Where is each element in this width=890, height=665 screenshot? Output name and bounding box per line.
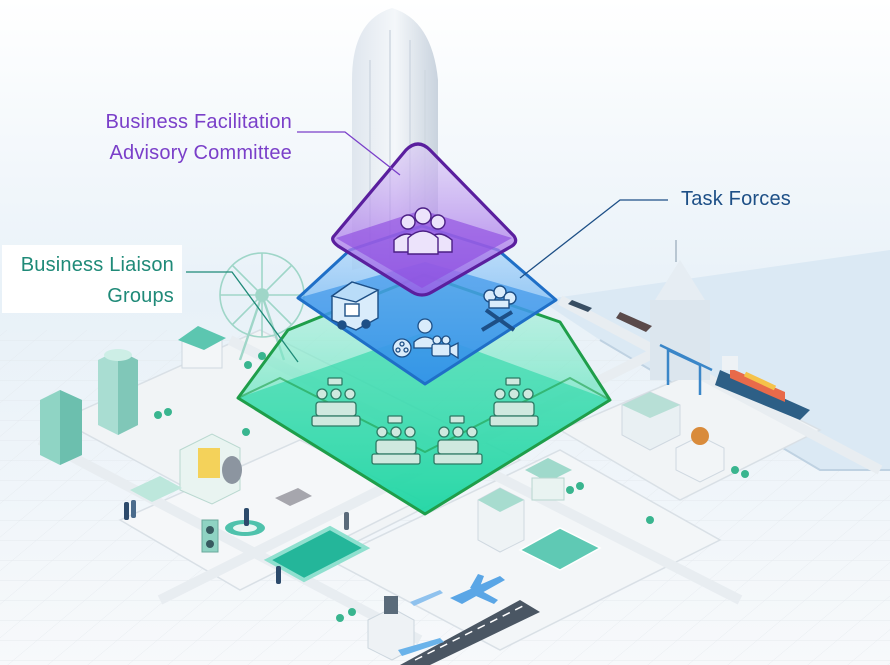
video-camera-icon — [431, 335, 459, 360]
trees — [154, 352, 749, 622]
people-group-icon — [393, 207, 453, 255]
meeting-group-icon — [433, 415, 483, 465]
market-stall — [178, 326, 226, 369]
leader-lines — [186, 131, 668, 363]
blg-label-line2: Groups — [107, 285, 174, 307]
chef-hat-utensils-icon — [480, 285, 517, 332]
fastfood-building — [675, 427, 725, 483]
people — [124, 500, 349, 584]
airplane — [410, 590, 443, 606]
control-tower — [367, 596, 415, 661]
bfac-label-line1: Business Facilitation — [105, 111, 292, 133]
film-reel-icon — [392, 338, 412, 358]
bfac-leader-line — [297, 131, 401, 176]
blg-label-line1: Business Liaison — [20, 254, 174, 276]
airplane — [450, 574, 505, 604]
bfac-label-line2: Advisory Committee — [109, 142, 292, 164]
right-shop — [621, 391, 681, 451]
bfac-label: Business Facilitation Advisory Committee — [60, 107, 292, 169]
food-truck-icon — [330, 281, 380, 331]
task-forces-label-text: Task Forces — [681, 188, 792, 210]
boat — [568, 300, 592, 312]
pool-table — [263, 525, 371, 583]
left-buildings — [40, 349, 138, 465]
blg-label: Business Liaison Groups — [4, 250, 174, 312]
blg-label-background — [2, 245, 182, 313]
worker-icon — [413, 318, 437, 349]
lifeguard-tower — [525, 458, 572, 501]
airplane — [398, 638, 444, 656]
container-ship — [715, 356, 810, 420]
task-forces-leader-line — [519, 199, 668, 279]
meeting-group-icon — [371, 415, 421, 465]
harbour-crane — [659, 343, 713, 395]
music-zone — [130, 433, 312, 553]
meeting-group-icon — [489, 377, 539, 427]
tennis-court — [518, 527, 602, 571]
task-forces-label: Task Forces — [681, 184, 791, 215]
school-building — [477, 487, 525, 553]
blg-leader-line — [186, 271, 299, 363]
boat — [616, 312, 652, 332]
meeting-group-icon — [311, 377, 361, 427]
